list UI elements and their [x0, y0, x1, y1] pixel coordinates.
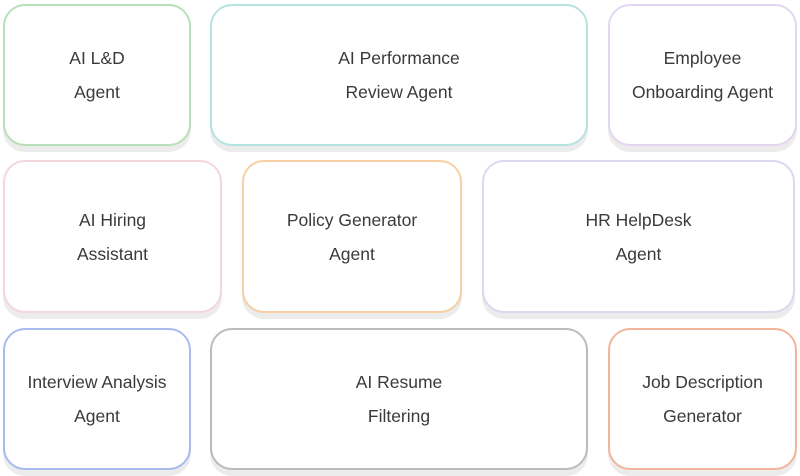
card-title-line2: Agent: [74, 406, 120, 426]
card-policy-generator-agent[interactable]: Policy Generator Agent: [242, 160, 462, 313]
card-title-line1: Job Description: [642, 372, 763, 392]
card-ai-performance-review-agent[interactable]: AI Performance Review Agent: [210, 4, 588, 146]
card-hr-helpdesk-agent[interactable]: HR HelpDesk Agent: [482, 160, 795, 313]
card-title-line2: Assistant: [77, 243, 148, 264]
card-title-line1: AI Resume: [355, 372, 443, 392]
card-title-line2: Onboarding Agent: [631, 82, 774, 102]
card-employee-onboarding-agent[interactable]: Employee Onboarding Agent: [608, 4, 797, 146]
card-title-line2: Filtering: [367, 406, 431, 426]
card-ai-hiring-assistant[interactable]: AI Hiring Assistant: [3, 160, 222, 313]
card-title-line1: AI Hiring: [78, 209, 147, 230]
card-title-line2: Generator: [663, 406, 742, 426]
card-title-line2: Review Agent: [345, 82, 453, 102]
card-title-line2: Agent: [74, 82, 120, 102]
card-title-line1: Policy Generator: [286, 209, 418, 230]
card-title-line1: Employee: [663, 48, 742, 68]
card-title-line1: AI Performance: [338, 48, 460, 68]
card-title-line1: HR HelpDesk: [585, 209, 692, 230]
card-title-line1: AI L&D: [69, 48, 125, 68]
card-job-description-generator[interactable]: Job Description Generator: [608, 328, 797, 470]
card-title-line2: Agent: [329, 243, 375, 264]
card-title-line1: Interview Analysis: [27, 372, 167, 392]
card-ai-resume-filtering[interactable]: AI Resume Filtering: [210, 328, 588, 470]
card-title-line2: Agent: [615, 243, 662, 264]
card-interview-analysis-agent[interactable]: Interview Analysis Agent: [3, 328, 191, 470]
card-ai-ld-agent[interactable]: AI L&D Agent: [3, 4, 191, 146]
